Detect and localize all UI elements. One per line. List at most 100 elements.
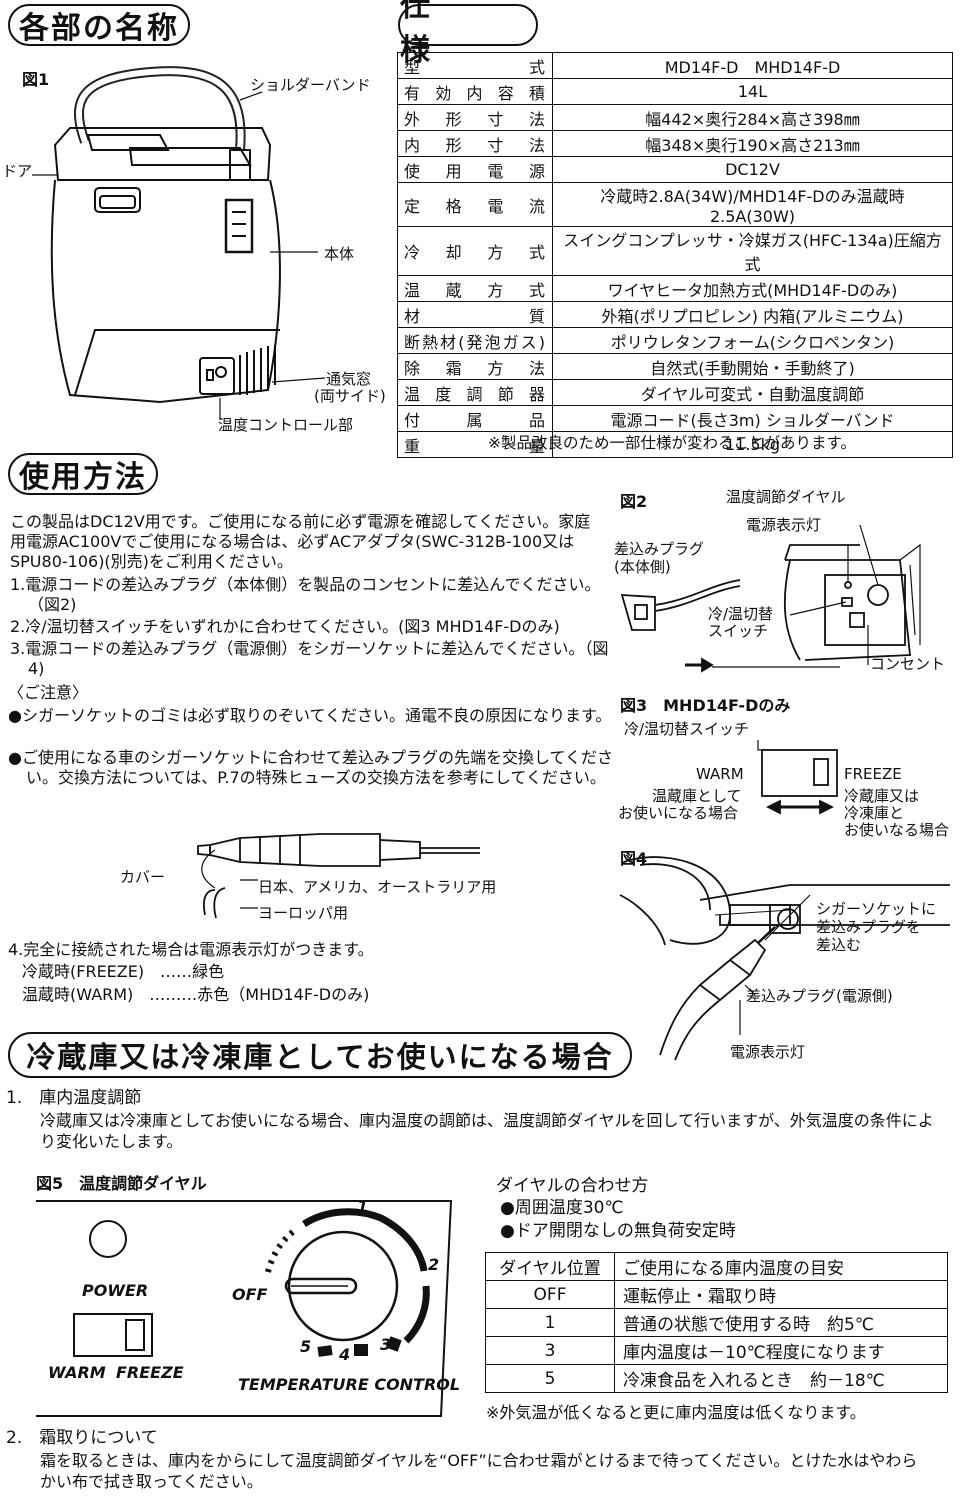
label-body: 本体 — [324, 245, 355, 263]
cooler-illustration — [32, 66, 326, 420]
label-switch-fig3: 冷/温切替スイッチ — [624, 720, 750, 738]
usage-step-1: 1.電源コードの差込みプラグ（本体側）を製品のコンセントに差込んでください。（図… — [10, 575, 601, 614]
fig3-switch-illustration — [757, 740, 838, 815]
cigar-plug-illustration — [197, 833, 480, 919]
warm-desc-1: 温蔵庫として — [652, 787, 742, 805]
spec-value: 幅442×奥行284×高さ398㎜ — [552, 104, 953, 131]
spec-value: ワイヤヒータ加熱方式(MHD14F-Dのみ) — [552, 275, 953, 302]
section-title-usage: 使用方法 — [8, 453, 158, 495]
dial-howto-title: ダイヤルの合わせ方 — [496, 1176, 649, 1196]
dial-position-cell: 5 — [485, 1364, 615, 1393]
spec-value: MD14F-D MHD14F-D — [552, 52, 953, 79]
dial-temp-cell: 庫内温度は－10℃程度になります — [614, 1336, 948, 1365]
caution-title: 〈ご注意〉 — [8, 683, 89, 702]
dial-position-cell: 1 — [485, 1308, 615, 1337]
spec-key: 重 量 — [397, 431, 553, 458]
spec-key: 使用電源 — [397, 156, 553, 183]
label-vent: 通気窓 — [326, 370, 372, 388]
heading-temp-adjust: 1. 庫内温度調節 — [6, 1088, 142, 1108]
dial-number-5: 5 — [300, 1337, 312, 1356]
spec-value: ダイヤル可変式・自動温度調節 — [552, 379, 953, 406]
temp-adjust-text: 冷蔵庫又は冷凍庫としてお使いになる場合、庫内温度の調節は、温度調節ダイヤルを回し… — [40, 1111, 934, 1151]
label-freeze: FREEZE — [844, 765, 902, 783]
spec-key: 有効内容積 — [397, 78, 553, 105]
panel-power-label: POWER — [82, 1281, 149, 1300]
label-outlet: コンセント — [870, 655, 946, 673]
spec-row: 付 属 品電源コード(長さ3m) ショルダーバンド — [397, 405, 953, 432]
spec-key: 内形寸法 — [397, 130, 553, 157]
freeze-desc-3: お使いなる場合 — [844, 821, 950, 839]
section-title-spec: 仕 様 — [398, 0, 538, 68]
usage-intro: この製品はDC12V用です。ご使用になる前に必ず電源を確認してください。家庭用電… — [10, 512, 591, 571]
spec-key: 温蔵方式 — [397, 275, 553, 302]
label-plug-body-sub: (本体側) — [614, 558, 671, 576]
spec-key: 外形寸法 — [397, 104, 553, 131]
freeze-desc-2: 冷凍庫と — [844, 804, 905, 822]
defrost-text: 霜を取るときは、庫内をからにして温度調節ダイヤルを“OFF”に合わせ霜がとけるま… — [40, 1451, 918, 1491]
spec-value: 11.5kg — [552, 431, 953, 458]
dial-temp-cell: 冷凍食品を入れるとき 約－18℃ — [614, 1364, 948, 1393]
spec-value: 冷蔵時2.8A(34W)/MHD14F-Dのみ温蔵時2.5A(30W) — [552, 182, 953, 227]
fig2-title: 図2 — [620, 492, 648, 511]
label-plug-body: 差込みプラグ — [614, 540, 705, 558]
spec-key: 付 属 品 — [397, 405, 553, 432]
table-header-temp: ご使用になる庫内温度の目安 — [614, 1252, 948, 1281]
label-power-lamp-fig4: 電源表示灯 — [730, 1043, 806, 1061]
label-switch-sub: スイッチ — [708, 622, 769, 640]
dial-table-note: ※外気温が低くなると更に庫内温度は低くなります。 — [486, 1403, 866, 1422]
label-warm: WARM — [696, 765, 744, 783]
spec-value: ポリウレタンフォーム(シクロペンタン) — [552, 327, 953, 354]
panel-warm-label: WARM — [48, 1363, 106, 1382]
control-panel-illustration — [36, 1200, 453, 1417]
spec-key: 型 式 — [397, 52, 553, 79]
label-shoulder-strap: ショルダーバンド — [250, 76, 371, 94]
spec-value: スイングコンプレッサ・冷媒ガス(HFC-134a)圧縮方式 — [552, 226, 953, 276]
spec-key: 定格電流 — [397, 182, 553, 227]
spec-value: 電源コード(長さ3m) ショルダーバンド — [552, 405, 953, 432]
dial-temp-cell: 普通の状態で使用する時 約5℃ — [614, 1308, 948, 1337]
label-dial: 温度調節ダイヤル — [726, 488, 846, 506]
label-temp-control: 温度コントロール部 — [218, 416, 354, 434]
indicator-warm: 温蔵時(WARM) ………赤色（MHD14F-Dのみ) — [22, 985, 370, 1004]
label-socket-2: 差込みプラグを — [816, 918, 922, 936]
dial-howto-2: ●ドア開閉なしの無負荷安定時 — [500, 1221, 736, 1241]
label-plug-europe: ヨーロッパ用 — [258, 904, 349, 922]
fig4-dashboard-illustration — [619, 856, 950, 1061]
table-header-position: ダイヤル位置 — [485, 1252, 615, 1281]
fig1-title: 図1 — [22, 70, 50, 89]
usage-step-3: 3.電源コードの差込みプラグ（電源側）をシガーソケットに差込んでください。（図4… — [10, 639, 609, 678]
freeze-desc-1: 冷蔵庫又は — [844, 787, 920, 805]
spec-row: 外形寸法幅442×奥行284×高さ398㎜ — [397, 104, 953, 131]
label-plug-japan: 日本、アメリカ、オーストラリア用 — [258, 878, 497, 896]
spec-row: 除霜方法自然式(手動開始・手動終了) — [397, 353, 953, 380]
label-socket-3: 差込む — [816, 936, 862, 954]
dial-position-cell: OFF — [485, 1280, 615, 1309]
fig5-title: 図5 温度調節ダイヤル — [36, 1174, 207, 1193]
label-socket-1: シガーソケットに — [816, 900, 937, 918]
dial-number-2: 2 — [428, 1255, 440, 1274]
label-switch: 冷/温切替 — [708, 605, 774, 623]
spec-key: 冷却方式 — [397, 226, 553, 276]
dial-number-1: 1 — [357, 1197, 369, 1216]
fig2-illustration — [620, 524, 921, 673]
label-vent-sides: (両サイド) — [314, 387, 386, 405]
caution-2: ●ご使用になる車のシガーソケットに合わせて差込みプラグの先端を交換してください。… — [8, 748, 614, 787]
section-title-fridge: 冷蔵庫又は冷凍庫としてお使いになる場合 — [8, 1032, 632, 1078]
fig3-title: 図3 MHD14F-Dのみ — [620, 696, 791, 715]
spec-key: 温度調節器 — [397, 379, 553, 406]
warm-desc-2: お使いになる場合 — [618, 804, 739, 822]
dial-position-cell: 3 — [485, 1336, 615, 1365]
spec-row: 定格電流冷蔵時2.8A(34W)/MHD14F-Dのみ温蔵時2.5A(30W) — [397, 182, 953, 227]
spec-note: ※製品改良のため一部仕様が変わることがあります。 — [488, 434, 856, 452]
spec-value: 外箱(ポリプロピレン) 内箱(アルミニウム) — [552, 301, 953, 328]
panel-freeze-label: FREEZE — [116, 1363, 184, 1382]
heading-defrost: 2. 霜取りについて — [6, 1428, 158, 1448]
caution-1: ●シガーソケットのゴミは必ず取りのぞいてください。通電不良の原因になります。 — [8, 706, 612, 725]
